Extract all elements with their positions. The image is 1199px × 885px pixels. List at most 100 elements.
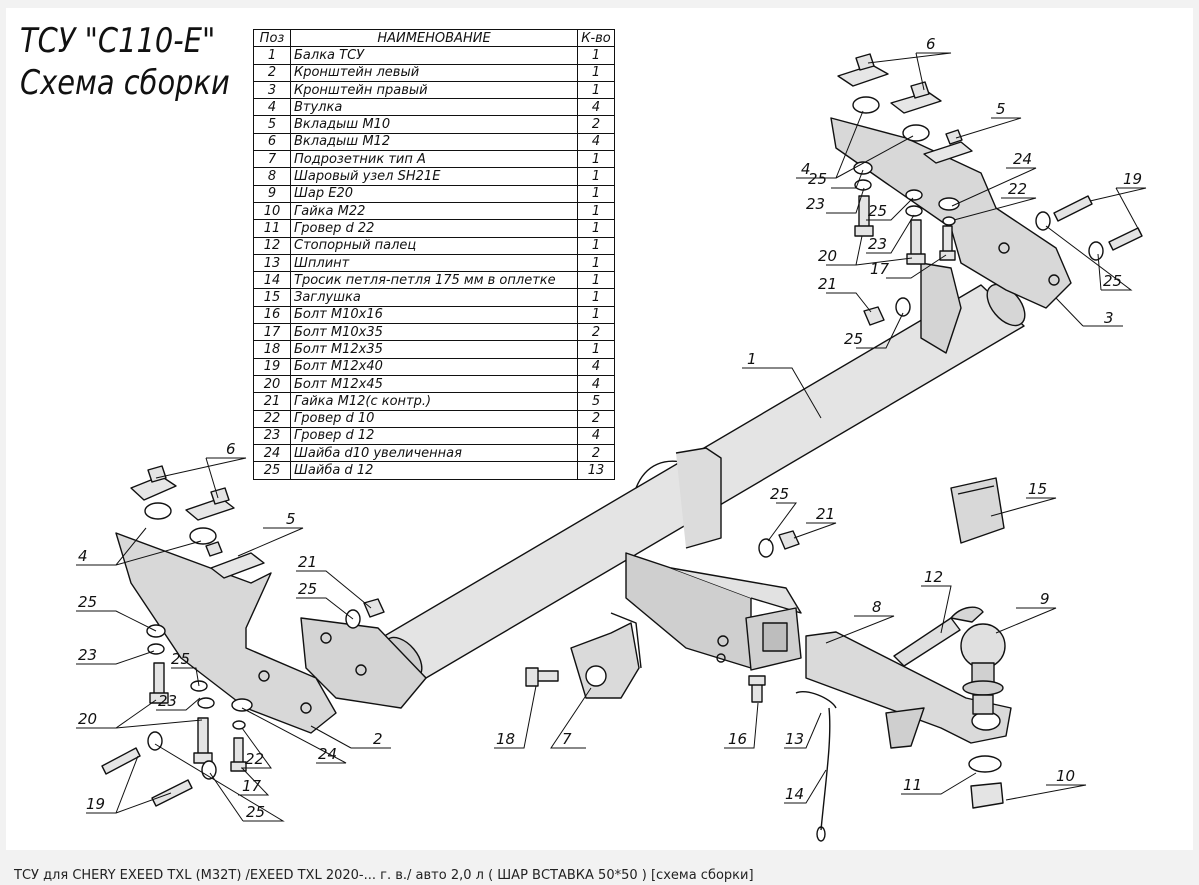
cell-name: Гровер d 10 [290,409,578,428]
cell-pos: 20 [253,374,291,394]
callout-23-right-b: 23 [868,235,887,253]
cell-qty: 1 [577,167,615,186]
table-header-row: Поз НАИМЕНОВАНИЕ К-во [253,28,615,48]
cell-name: Вкладыш М10 [290,115,578,134]
callout-6-left: 6 [226,440,236,458]
cell-pos: 15 [253,288,291,307]
cell-pos: 3 [253,80,291,100]
cell-name: Болт М12х35 [290,340,578,359]
callout-17-right: 17 [870,260,890,278]
cell-name: Втулка [290,98,578,117]
end-cap [950,477,1005,544]
cell-pos: 14 [253,271,291,290]
callout-7: 7 [562,730,572,748]
callout-18: 18 [496,730,515,748]
cell-qty: 1 [577,305,615,325]
cell-qty: 1 [577,80,615,100]
callout-25-left-d: 25 [246,803,265,821]
cell-qty: 13 [577,461,615,480]
callout-10: 10 [1056,767,1075,785]
callout-24-left: 24 [318,745,337,763]
cell-pos: 7 [253,150,291,169]
cell-qty: 2 [577,323,615,342]
cell-name: Гайка М12(с контр.) [290,392,578,411]
callout-23-left-b: 23 [158,692,177,710]
callout-5-left: 5 [286,510,296,528]
callout-25-center: 25 [770,485,789,503]
cell-name: Подрозетник тип А [290,150,578,169]
callout-25-right-d: 25 [844,330,863,348]
cell-pos: 6 [253,132,291,152]
cell-name: Вкладыш М12 [290,132,578,152]
cell-name: Балка ТСУ [290,46,578,65]
callout-3: 3 [1104,309,1114,327]
cell-pos: 25 [253,461,291,480]
locking-pin [893,606,984,667]
callout-19-left: 19 [86,795,105,813]
callout-11: 11 [903,776,922,794]
cell-pos: 16 [253,305,291,325]
cell-name: Болт М10х16 [290,305,578,325]
cell-qty: 1 [577,219,615,238]
cell-qty: 4 [577,357,615,376]
callout-25-right-c: 25 [868,202,887,220]
callout-25-left-c: 25 [171,650,190,668]
cell-name: Гровер d 22 [290,219,578,238]
header-qty: К-во [577,28,615,48]
callout-23-left-a: 23 [78,646,97,664]
assembly-diagram: 1 2 3 4 5 6 7 8 9 10 11 12 13 14 15 16 1… [76,35,1147,842]
callout-5-right: 5 [996,100,1006,118]
callout-25-left-a: 25 [298,580,317,598]
cell-name: Гайка М22 [290,201,578,221]
cell-pos: 1 [253,46,291,65]
cell-qty: 1 [577,46,615,65]
cell-qty: 2 [577,444,615,463]
callout-25-right-b: 25 [808,170,827,188]
cell-qty: 4 [577,374,615,394]
callout-2: 2 [373,730,383,748]
cell-qty: 1 [577,150,615,169]
beam-right-plate [920,262,962,354]
cell-pos: 12 [253,236,291,255]
cell-qty: 1 [577,184,615,203]
title-line-1: ТСУ "С110-Е" [20,21,216,61]
cell-name: Болт М12х45 [290,374,578,394]
callout-20-left: 20 [78,710,97,728]
cell-qty: 1 [577,201,615,221]
callout-15: 15 [1028,480,1047,498]
cell-pos: 17 [253,323,291,342]
callout-6-right: 6 [926,35,936,53]
cell-name: Стопорный палец [290,236,578,255]
callout-25-left-b: 25 [78,593,97,611]
socket-plate [570,612,642,699]
cell-qty: 4 [577,98,615,117]
beam-left-plate [300,617,427,709]
callout-9: 9 [1040,590,1050,608]
callout-25-right-a: 25 [1103,272,1122,290]
header-pos: Поз [253,28,291,48]
cell-pos: 8 [253,167,291,186]
callout-12: 12 [924,568,943,586]
fasteners [101,53,1143,809]
cell-pos: 2 [253,63,291,82]
cell-qty: 1 [577,236,615,255]
cell-qty: 5 [577,392,615,411]
ball-mount [805,631,1012,749]
callout-24-right: 24 [1013,150,1032,168]
callout-labels: 1 2 3 4 5 6 7 8 9 10 11 12 13 14 15 16 1… [78,35,1142,821]
cell-qty: 1 [577,271,615,290]
